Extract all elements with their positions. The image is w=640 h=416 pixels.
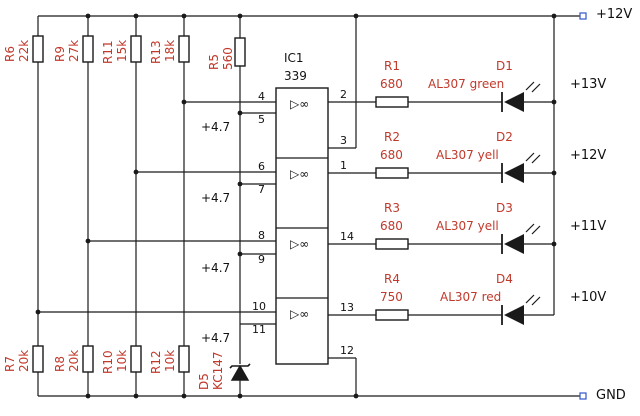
gate2-ref-voltage: +4.7 [201,191,230,205]
r1-ref: R1 [384,59,400,73]
resistor-r5 [234,37,246,67]
r13-value: 18k [163,40,177,62]
ic1-ref: IC1 [284,51,304,65]
plus12v-terminal [579,12,587,20]
gate1-pin-out: 2 [340,88,347,101]
resistor-r6 [32,35,44,63]
resistor-r13 [178,35,190,63]
r9-value: 27k [67,40,81,62]
d4-value: AL307 red [440,290,501,304]
gate4-pin-in-minus: 11 [252,323,266,336]
gate4-pin-out: 13 [340,301,354,314]
resistor-r9 [82,35,94,63]
gate3-comparator-icon: ▷∞ [290,237,309,251]
gate1-pin-in-plus: 4 [258,90,265,103]
r8-value: 20k [67,350,81,372]
resistor-r8 [82,345,94,373]
gate2-comparator-icon: ▷∞ [290,167,309,181]
d4-ref: D4 [496,272,513,286]
r2-value: 680 [380,148,403,162]
resistor-r10 [130,345,142,373]
resistor-r7 [32,345,44,373]
r10-ref: R10 [101,350,115,374]
gate3-pin-out: 14 [340,230,354,243]
r13-ref: R13 [149,40,163,64]
plus12v-label: +12V [596,7,632,22]
r6-ref: R6 [3,46,17,62]
r5-ref: R5 [207,54,221,70]
gate1-comparator-icon: ▷∞ [290,97,309,111]
ic1-body [275,87,329,365]
gate2-pin-in-plus: 6 [258,160,265,173]
d2-ref: D2 [496,130,513,144]
ic1-value: 339 [284,69,307,83]
r5-value: 560 [221,47,235,70]
resistor-r2 [375,167,409,179]
output-resistor-row-4: R4 750 [375,272,502,321]
d2-threshold: +12V [570,148,606,163]
d5-value: KC147 [211,352,225,391]
gnd-label: GND [596,388,626,403]
resistor-r1 [375,96,409,108]
led-d3 [501,223,557,254]
gate3-pin-in-plus: 8 [258,229,265,242]
resistor-r11 [130,35,142,63]
gate2-pin-in-minus: 7 [258,183,265,196]
gnd-terminal [579,392,587,400]
gate2-pin-out: 1 [340,159,347,172]
output-resistor-row-2: R2 680 [375,130,502,179]
led-d4 [501,294,554,325]
r9-ref: R9 [53,46,67,62]
resistor-r3 [375,238,409,250]
d3-value: AL307 yell [436,219,499,233]
r3-value: 680 [380,219,403,233]
ic1-vcc-pin: 3 [340,134,347,147]
ic1-gnd-pin: 12 [340,344,354,357]
d4-threshold: +10V [570,290,606,305]
r2-ref: R2 [384,130,400,144]
gate3-ref-voltage: +4.7 [201,261,230,275]
d1-threshold: +13V [570,77,606,92]
gate4-comparator-icon: ▷∞ [290,307,309,321]
led-d2 [501,152,557,183]
r4-ref: R4 [384,272,400,286]
resistor-r4 [375,309,409,321]
r11-ref: R11 [101,40,115,64]
r3-ref: R3 [384,201,400,215]
d1-value: AL307 green [428,77,504,91]
d3-ref: D3 [496,201,513,215]
r7-value: 20k [17,350,31,372]
gate1-pin-in-minus: 5 [258,113,265,126]
r12-value: 10k [163,350,177,372]
gate1-ref-voltage: +4.7 [201,120,230,134]
r12-ref: R12 [149,350,163,374]
d5-ref: D5 [197,373,211,390]
r7-ref: R7 [3,356,17,372]
d1-ref: D1 [496,59,513,73]
resistor-r12 [178,345,190,373]
r8-ref: R8 [53,356,67,372]
divider-top-labels: R6 22k R9 27k R11 15k R13 18k [3,40,177,64]
d3-threshold: +11V [570,219,606,234]
led-d1 [501,81,557,112]
output-resistor-row-3: R3 680 [375,201,502,250]
zener-d5 [230,364,250,381]
divider-bottom-labels: R7 20k R8 20k R10 10k R12 10k [3,350,177,374]
gate3-pin-in-minus: 9 [258,253,265,266]
r4-value: 750 [380,290,403,304]
r1-value: 680 [380,77,403,91]
gate4-ref-voltage: +4.7 [201,331,230,345]
r11-value: 15k [115,40,129,62]
gate4-pin-in-plus: 10 [252,300,266,313]
output-resistor-row-1: R1 680 [375,59,502,108]
r6-value: 22k [17,40,31,62]
r10-value: 10k [115,350,129,372]
d2-value: AL307 yell [436,148,499,162]
